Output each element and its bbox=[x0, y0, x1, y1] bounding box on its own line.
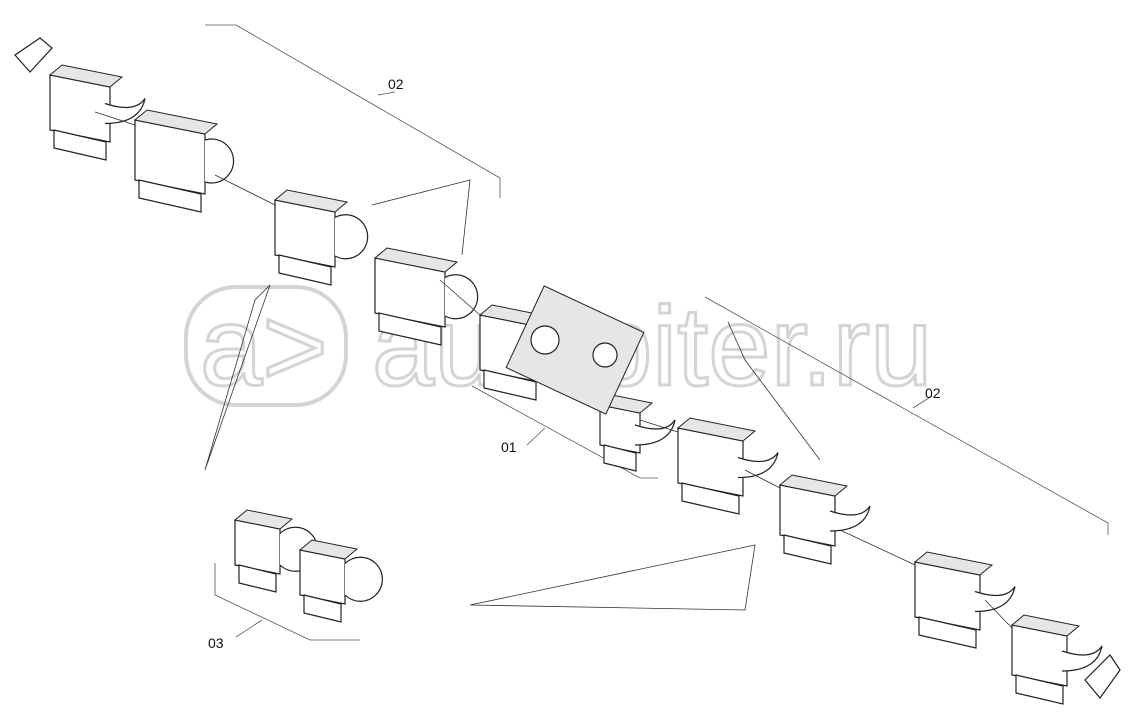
callout-02-top[interactable]: 02 bbox=[388, 76, 404, 92]
leader-tick-01 bbox=[526, 427, 546, 446]
housing-top bbox=[1010, 614, 1081, 637]
wear-plate bbox=[138, 179, 202, 213]
wear-plate bbox=[238, 564, 277, 593]
support-strut-right bbox=[727, 321, 821, 461]
drive-shaft-4 bbox=[639, 419, 679, 433]
wear-plate bbox=[303, 594, 342, 623]
auger-housing-2 bbox=[133, 109, 235, 213]
auger-flight bbox=[974, 586, 1016, 613]
auger-housing-3 bbox=[273, 189, 369, 286]
auger-housing-1 bbox=[48, 64, 146, 161]
auger-flight bbox=[344, 556, 383, 602]
auger-flight bbox=[204, 138, 235, 184]
left-end-bracket bbox=[14, 37, 53, 73]
auger-housing-9 bbox=[913, 551, 1016, 649]
wear-plate bbox=[603, 444, 637, 472]
auger-housing-12 bbox=[298, 539, 383, 623]
auger-flight bbox=[829, 505, 871, 532]
wear-plate bbox=[783, 534, 832, 565]
callout-labels: 02 02 01 03 bbox=[208, 76, 941, 651]
auger-housing-7 bbox=[676, 417, 779, 515]
leader-02-top bbox=[205, 24, 501, 198]
drive-shaft-3 bbox=[439, 279, 481, 316]
wear-plate bbox=[278, 254, 332, 286]
leader-02-right bbox=[704, 296, 1109, 535]
auger-flight bbox=[1061, 645, 1103, 672]
wear-plate bbox=[483, 369, 537, 401]
housing-top bbox=[373, 247, 459, 273]
leader-01 bbox=[471, 385, 658, 479]
wear-plate bbox=[378, 312, 442, 346]
drive-shaft-5 bbox=[744, 469, 781, 489]
housing-top bbox=[48, 64, 124, 88]
housing-top bbox=[233, 509, 294, 530]
wear-plate bbox=[1015, 674, 1064, 705]
drive-shaft-1 bbox=[94, 111, 136, 126]
leader-tick-02-top bbox=[377, 91, 396, 96]
gearbox-flange bbox=[530, 325, 560, 355]
auger-housing-8 bbox=[778, 474, 871, 565]
drive-shaft-6 bbox=[839, 529, 916, 566]
housing-top bbox=[913, 551, 994, 576]
auger-flight bbox=[334, 214, 369, 260]
support-strut-upper bbox=[371, 179, 471, 256]
housing-top bbox=[273, 189, 349, 213]
auger-flight bbox=[444, 274, 479, 320]
central-gearbox bbox=[505, 285, 645, 415]
watermark-logo-frame bbox=[184, 285, 348, 407]
support-strut-bottom bbox=[469, 544, 756, 611]
callout-02-right[interactable]: 02 bbox=[925, 385, 941, 401]
drive-shaft-7 bbox=[984, 599, 1013, 629]
wear-plate bbox=[53, 129, 107, 161]
auger-flight bbox=[634, 419, 676, 446]
leader-lines bbox=[205, 24, 1109, 641]
callout-03[interactable]: 03 bbox=[208, 635, 224, 651]
wear-plate bbox=[918, 616, 977, 649]
parts-group bbox=[14, 37, 1121, 705]
right-end-bracket bbox=[1084, 654, 1121, 699]
auger-flight bbox=[737, 452, 779, 479]
wear-plate bbox=[681, 482, 740, 515]
auger-housing-4 bbox=[373, 247, 479, 346]
gearbox-flange-2 bbox=[592, 342, 618, 368]
housing-top bbox=[676, 417, 757, 442]
housing-top bbox=[778, 474, 849, 497]
drive-shaft-2 bbox=[214, 174, 276, 206]
leader-tick-02-right bbox=[912, 395, 933, 409]
auger-housing-6 bbox=[598, 394, 676, 472]
leader-03 bbox=[214, 563, 360, 641]
housing-top bbox=[298, 539, 359, 560]
housing-top bbox=[133, 109, 219, 135]
auger-housing-10 bbox=[1010, 614, 1103, 705]
support-strut-left bbox=[204, 284, 271, 471]
watermark-logo-text: a> bbox=[200, 284, 328, 409]
leader-tick-03 bbox=[235, 619, 263, 638]
callout-01[interactable]: 01 bbox=[501, 439, 517, 455]
